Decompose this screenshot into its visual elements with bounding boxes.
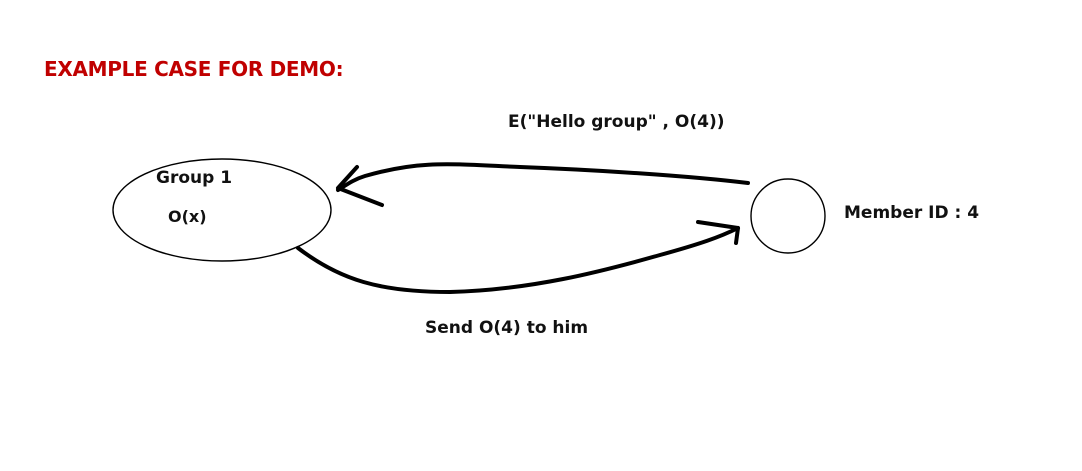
response-arrowhead-to-member — [696, 220, 740, 245]
member-id-label: Member ID : 4 — [844, 203, 980, 223]
member-node-circle — [750, 178, 826, 254]
message-arrowhead-to-group — [336, 165, 384, 207]
group-name-label: Group 1 — [156, 168, 233, 188]
group-node-ellipse — [112, 158, 332, 262]
group-value-label: O(x) — [168, 207, 207, 226]
diagram-title: EXAMPLE CASE FOR DEMO: — [44, 57, 344, 81]
message-arrow-to-group — [336, 162, 750, 192]
bottom-edge-label: Send O(4) to him — [425, 318, 589, 338]
response-arrow-to-member — [296, 226, 740, 294]
top-edge-label: E("Hello group" , O(4)) — [508, 112, 725, 132]
